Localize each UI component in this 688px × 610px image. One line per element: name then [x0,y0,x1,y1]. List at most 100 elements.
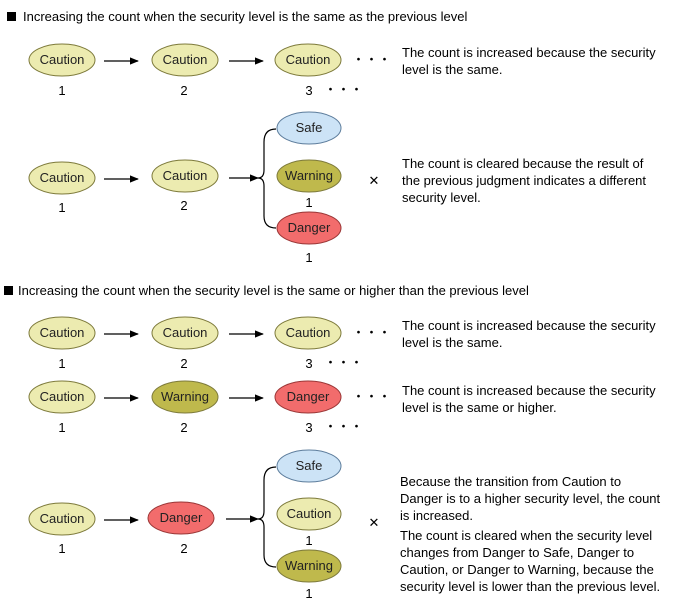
caution-node [28,161,96,195]
node-label: Caution [40,52,85,67]
s1-row2-node-2: Caution 2 [151,159,219,213]
danger-node [274,380,342,414]
caution-node [151,43,219,77]
count-label: 1 [305,250,312,265]
count-label: 1 [58,541,65,556]
s2-row3-node-1: Caution 1 [28,502,96,556]
description-line: The count is cleared because the result … [402,156,644,171]
s1-row2-branch-danger: Danger 1 [276,211,342,265]
cleared-cross-icon: ✕ [369,173,380,188]
count-label: 2 [180,541,187,556]
count-label: 1 [58,83,65,98]
node-label: Caution [163,168,208,183]
description-line: Danger is to a higher security level, th… [400,491,661,506]
s1-row1-node-1: Caution 1 [28,43,96,98]
node-label: Caution [286,325,331,340]
count-label: 3 [305,356,312,371]
s1-row2-node-1: Caution 1 [28,161,96,215]
description-line: changes from Danger to Safe, Danger to [400,545,635,560]
description-line: Caution, or Danger to Warning, because t… [400,562,654,577]
s1-row1-node-3: Caution 3 [274,43,342,98]
count-label: 2 [180,356,187,371]
node-label: Caution [287,506,332,521]
s2-row2-description: The count is increased because the secur… [402,382,656,416]
description-line: the previous judgment indicates a differ… [402,173,647,188]
s1-row1-description: The count is increased because the secur… [402,44,656,78]
s2-row1-node-2: Caution 2 [151,316,219,371]
s2-row3-description-cleared: The count is cleared when the security l… [400,527,660,595]
node-label: Caution [40,511,85,526]
node-label: Caution [163,325,208,340]
node-label: Caution [40,389,85,404]
section2-bullet-icon [4,286,13,295]
danger-node [147,501,215,535]
caution-node [28,380,96,414]
s2-row3-branch-safe: Safe [276,449,342,483]
continuation-ellipsis: ・・・ [352,52,391,67]
count-label: 1 [305,195,312,210]
s1-row2-branch-warning: Warning 1 [276,159,342,210]
s2-row2-node-3: Danger 3 [274,380,342,435]
node-label: Warning [285,168,333,183]
count-label: 2 [180,83,187,98]
node-label: Warning [161,389,209,404]
description-line: is increased. [400,508,473,523]
s2-row2-node-1: Caution 1 [28,380,96,435]
node-label: Danger [160,510,203,525]
caution-node [28,43,96,77]
node-label: Danger [287,389,330,404]
s1-row2-branch-safe: Safe [276,111,342,145]
branch-brace [257,466,277,568]
continuation-ellipsis: ・・・ [352,325,391,340]
description-line: Because the transition from Caution to [400,474,622,489]
s1-row2-description: The count is cleared because the result … [402,155,646,206]
caution-node [151,159,219,193]
description-line: level is the same. [402,62,503,77]
safe-node [276,111,342,145]
s2-row3-description-increase: Because the transition from Caution to D… [400,473,660,524]
branch-brace [257,128,277,229]
continuation-ellipsis: ・・・ [324,419,363,434]
node-label: Caution [286,52,331,67]
count-label: 2 [180,198,187,213]
description-line: level is the same or higher. [402,400,557,415]
count-label: 1 [58,356,65,371]
warning-node [276,549,342,583]
node-label: Caution [40,325,85,340]
s2-row3-branch-warning: Warning 1 [276,549,342,601]
s2-row2-node-2: Warning 2 [151,380,219,435]
node-label: Caution [163,52,208,67]
caution-node [276,497,342,531]
section2-title: Increasing the count when the security l… [18,283,529,298]
description-line: The count is increased because the secur… [402,45,656,60]
continuation-ellipsis: ・・・ [324,82,363,97]
s2-row3-branch-caution: Caution 1 [276,497,342,548]
count-label: 1 [305,533,312,548]
node-label: Safe [296,458,323,473]
s2-row1-node-3: Caution 3 [274,316,342,371]
s2-row3-node-2: Danger 2 [147,501,215,556]
danger-node [276,211,342,245]
count-label: 3 [305,420,312,435]
cleared-cross-icon: ✕ [369,515,380,530]
description-line: level is the same. [402,335,503,350]
node-label: Caution [40,170,85,185]
continuation-ellipsis: ・・・ [352,389,391,404]
node-label: Danger [288,220,331,235]
description-line: The count is cleared when the security l… [400,528,653,543]
description-line: The count is increased because the secur… [402,383,656,398]
caution-node [28,316,96,350]
continuation-ellipsis: ・・・ [324,355,363,370]
description-line: security level. [402,190,481,205]
section1-title: Increasing the count when the security l… [23,9,468,24]
count-label: 2 [180,420,187,435]
section1-bullet-icon [7,12,16,21]
caution-node [274,43,342,77]
warning-node [151,380,219,414]
s2-row1-node-1: Caution 1 [28,316,96,371]
count-label: 1 [58,200,65,215]
s2-row1-description: The count is increased because the secur… [402,317,656,351]
description-line: security level is lower than the previou… [400,579,661,594]
safe-node [276,449,342,483]
